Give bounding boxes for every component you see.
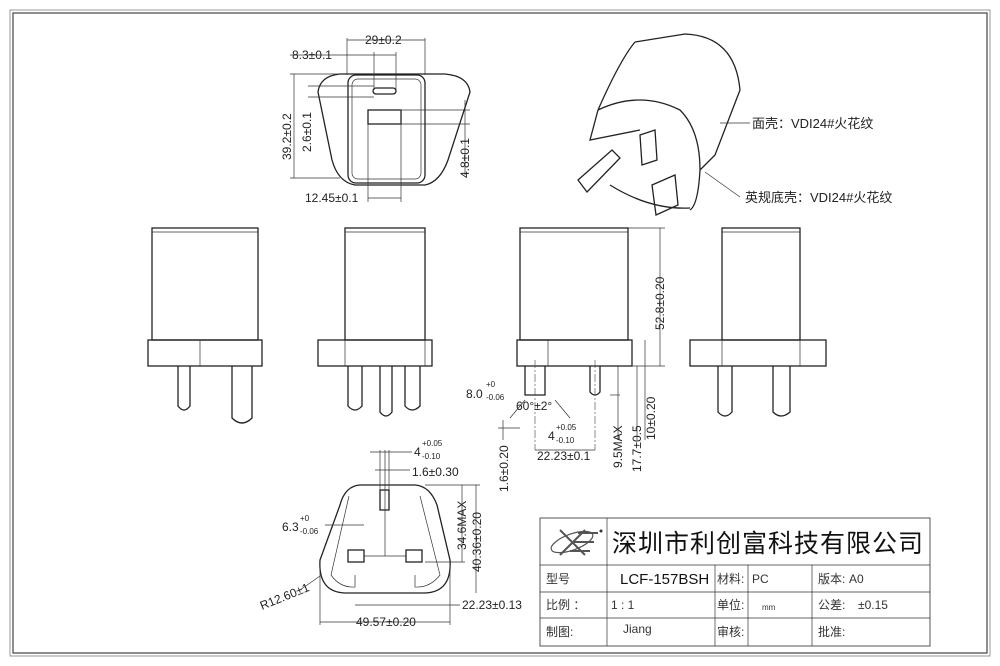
dim-chamfer: 1.6±0.20 <box>497 445 511 492</box>
review-label: 审核: <box>717 624 744 639</box>
approve-label: 批准: <box>818 624 845 639</box>
dim-pin-width-upper-tol: +0 <box>486 380 496 389</box>
face-shell-callout: 面壳：VDI24#火花纹 <box>752 116 873 131</box>
isometric-view: 面壳：VDI24#火花纹 英规底壳：VDI24#火花纹 <box>577 33 892 216</box>
dim-height: 39.2±0.2 <box>280 113 294 160</box>
title-block: 深圳市利创富科技有限公司 型号 LCF-157BSH 材料: PC 版本: A0… <box>539 517 931 647</box>
tolerance-label: 公差: <box>818 598 845 612</box>
inner-frame <box>12 12 988 654</box>
unit-value: mm <box>762 603 776 612</box>
side-view-2 <box>317 227 433 417</box>
dim-pin-width-lower-tol: -0.06 <box>486 393 505 402</box>
dim-rib-width-upper-tol: +0.05 <box>422 439 443 448</box>
dim-typec-width: 8.3±0.1 <box>292 48 332 62</box>
model-number: LCF-157BSH <box>620 571 709 588</box>
side-view-4 <box>689 227 827 417</box>
dim-10: 10±0.20 <box>644 396 658 440</box>
tolerance-value: ±0.15 <box>858 598 888 612</box>
dim-width: 29±0.2 <box>365 33 402 47</box>
dim-rib-thickness: 1.6±0.30 <box>412 465 459 479</box>
drawn-label: 制图: <box>546 625 573 639</box>
dim-slot-width: 6.3 <box>282 520 299 534</box>
dim-total-height: 52.8±0.20 <box>653 276 667 330</box>
model-label: 型号 <box>546 572 570 586</box>
company-logo <box>550 529 603 556</box>
side-view-1 <box>147 227 263 424</box>
top-view: 29±0.2 8.3±0.1 39.2±0.2 2.6±0.1 4.8±0.1 … <box>280 33 472 205</box>
dim-depth: 40.36±0.20 <box>470 512 484 572</box>
dim-radius: R12.60±1 <box>258 580 312 613</box>
drawn-by: Jiang <box>623 622 652 636</box>
dim-usba-width: 12.45±0.1 <box>305 191 359 205</box>
version-value: A0 <box>849 572 864 586</box>
material-value: PC <box>752 572 769 586</box>
dim-angle: 60°±2° <box>516 399 552 413</box>
dim-pin-spacing: 22.23±0.1 <box>537 449 591 463</box>
unit-label: 单位: <box>717 597 744 612</box>
side-view-3: 52.8±0.20 8.0 +0 -0.06 60°±2° 1.6±0.20 4… <box>466 227 667 492</box>
dim-9-5max: 9.5MAX <box>611 425 625 468</box>
company-name: 深圳市利创富科技有限公司 <box>612 530 924 558</box>
dim-inner-width: 22.23±0.13 <box>462 598 522 612</box>
scale-value: 1 : 1 <box>611 598 635 612</box>
dim-34-6max: 34.6MAX <box>455 501 469 550</box>
dim-rib-width: 4 <box>414 445 421 459</box>
dim-pin-thickness-upper-tol: +0.05 <box>556 423 577 432</box>
dim-pin-thickness: 4 <box>548 429 555 443</box>
version-label: 版本: <box>818 572 845 586</box>
dim-usba-height: 4.8±0.1 <box>458 138 472 178</box>
dim-pin-length: 17.7±0.5 <box>630 425 644 472</box>
bottom-view: 4 +0.05 -0.10 1.6±0.30 6.3 +0 -0.06 34.6… <box>258 439 522 629</box>
outer-frame <box>9 9 991 657</box>
base-shell-callout: 英规底壳：VDI24#火花纹 <box>745 190 892 205</box>
dim-slot-width-upper-tol: +0 <box>300 514 310 523</box>
dim-pin-thickness-lower-tol: -0.10 <box>556 436 575 445</box>
scale-label: 比例 ： <box>546 598 585 612</box>
dim-rib-width-lower-tol: -0.10 <box>422 452 441 461</box>
material-label: 材料: <box>717 572 744 586</box>
dim-pin-width: 8.0 <box>466 387 483 401</box>
dim-overall-width: 49.57±0.20 <box>356 615 416 629</box>
dim-slot-width-lower-tol: -0.06 <box>300 527 319 536</box>
dim-typec-height: 2.6±0.1 <box>300 112 314 152</box>
